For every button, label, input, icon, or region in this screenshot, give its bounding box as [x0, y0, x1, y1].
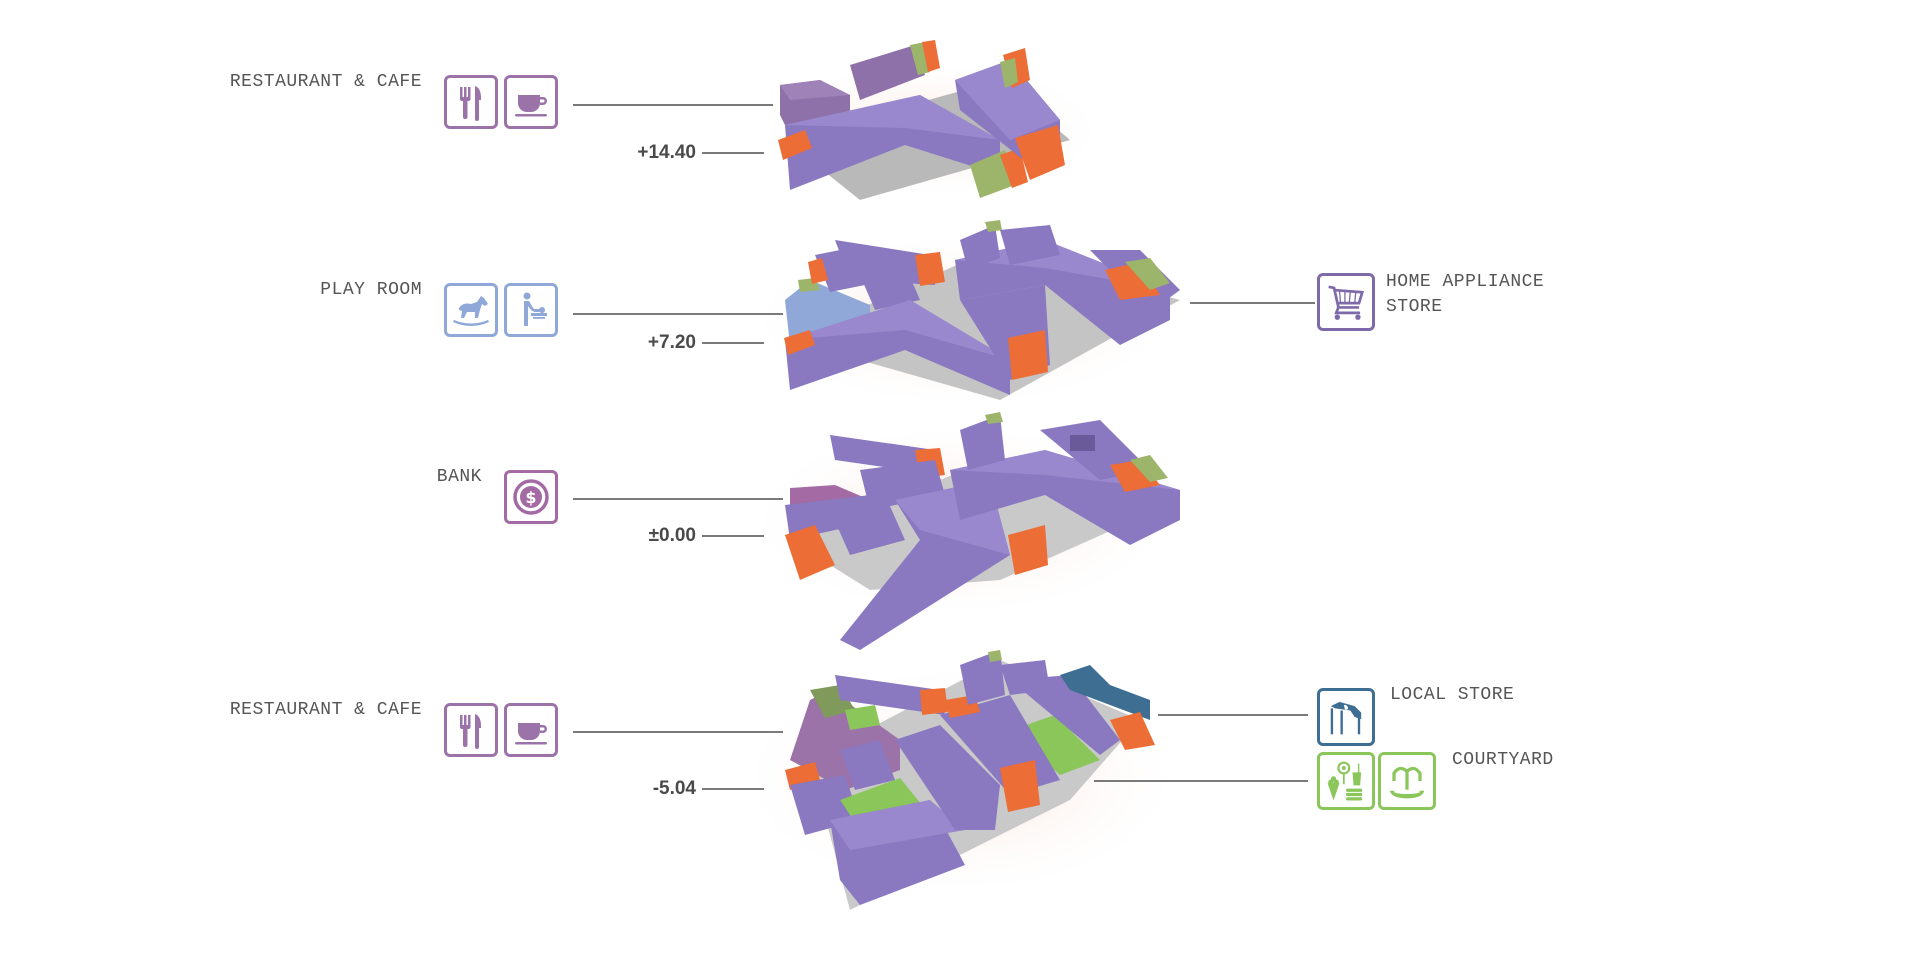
- fork-knife-icon: [444, 75, 498, 129]
- baby-changing-icon: [504, 283, 558, 337]
- leader-line: [573, 104, 773, 106]
- program-label-bank: BANK: [436, 467, 482, 487]
- elevation-label: +7.20: [647, 332, 696, 353]
- leader-line: [1190, 302, 1315, 304]
- elevation-line: [702, 152, 764, 154]
- leader-line: [1094, 780, 1308, 782]
- courtyard-area: [1012, 715, 1100, 775]
- leader-line: [1158, 714, 1308, 716]
- fork-knife-icon: [444, 703, 498, 757]
- courtyard-area: [845, 705, 880, 730]
- program-label-home-appliance: HOME APPLIANCE STORE: [1386, 270, 1544, 320]
- elevation-label: ±0.00: [648, 525, 696, 546]
- dollar-coin-icon: $: [504, 470, 558, 524]
- level-0-00-model: [740, 412, 1180, 650]
- svg-text:$: $: [525, 488, 536, 507]
- snacks-icon: [1317, 752, 1375, 810]
- elevation-line: [702, 342, 764, 344]
- leader-line: [573, 498, 783, 500]
- level-7-20-model: [740, 220, 1180, 410]
- elevation-line: [702, 788, 764, 790]
- label-line-1: HOME APPLIANCE: [1386, 272, 1545, 292]
- rocking-horse-icon: [444, 283, 498, 337]
- program-label-restaurant-cafe-top: RESTAURANT & CAFE: [229, 72, 422, 92]
- fountain-icon: [1378, 752, 1436, 810]
- level-14-40-model: [750, 40, 1110, 200]
- restaurant-block: [850, 45, 925, 100]
- elevation-label: -5.04: [652, 778, 696, 799]
- program-label-play-room: PLAY ROOM: [320, 280, 422, 300]
- local-store-block: [1060, 665, 1150, 720]
- main-block: [955, 240, 1170, 345]
- elevation-label: +14.40: [637, 142, 696, 163]
- label-line-2: STORE: [1386, 297, 1443, 317]
- shopping-cart-icon: [1317, 273, 1375, 331]
- leader-line: [573, 313, 783, 315]
- market-stall-icon: [1317, 688, 1375, 746]
- program-label-local-store: LOCAL STORE: [1390, 685, 1515, 705]
- program-label-restaurant-cafe-bottom: RESTAURANT & CAFE: [229, 700, 422, 720]
- leader-line: [573, 731, 783, 733]
- coffee-cup-icon: [504, 703, 558, 757]
- level-5-04-model: [730, 650, 1190, 910]
- coffee-cup-icon: [504, 75, 558, 129]
- elevation-line: [702, 535, 764, 537]
- program-label-courtyard: COURTYARD: [1452, 750, 1554, 770]
